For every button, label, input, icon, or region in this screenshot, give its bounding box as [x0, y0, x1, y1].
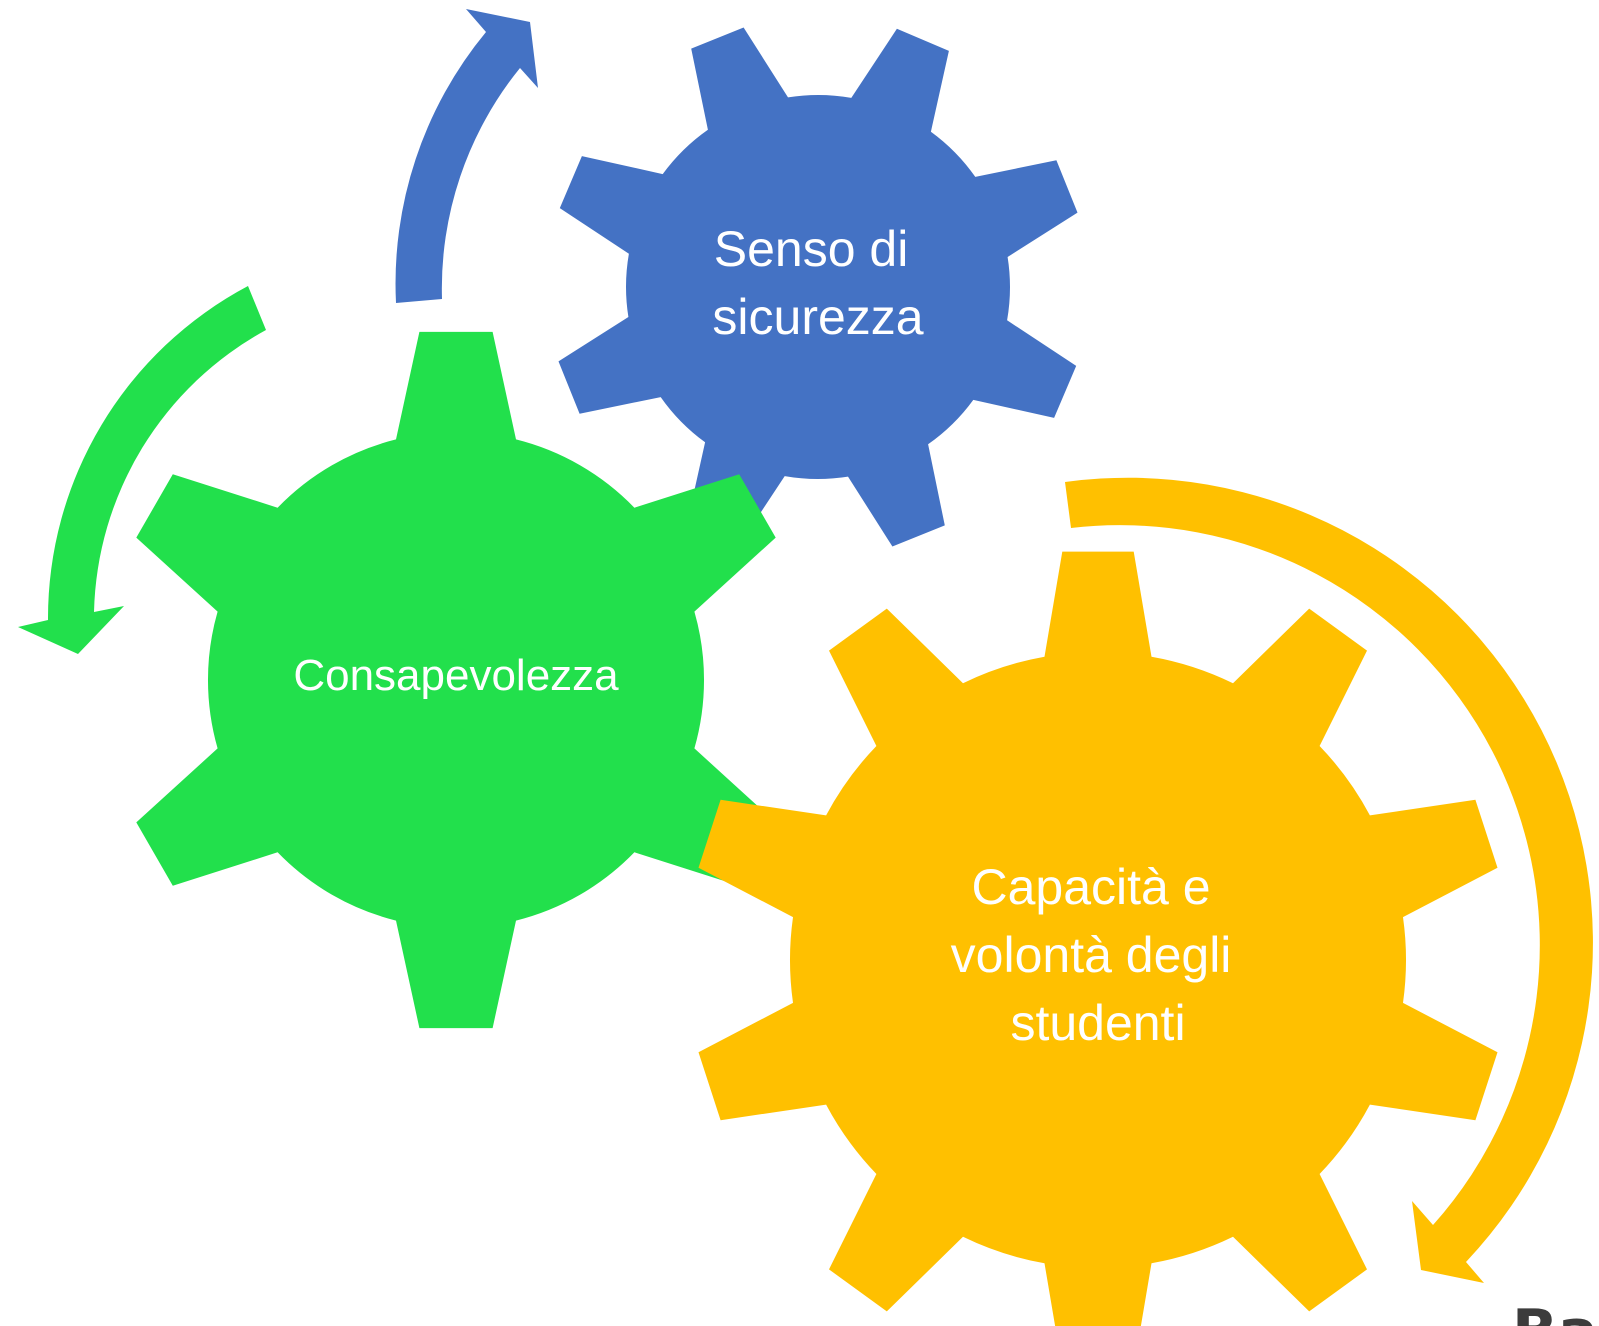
green-cycle-arrow: [18, 286, 266, 654]
label-line: Capacità e: [972, 859, 1211, 915]
label-consapevolezza: Consapevolezza: [293, 651, 619, 700]
label-line: sicurezza: [712, 289, 923, 345]
label-line: volontà degli: [951, 927, 1232, 983]
label-senso-di-sicurezza: Senso di sicurezza: [712, 221, 923, 345]
yellow-cycle-arrow: [1065, 477, 1593, 1283]
label-capacita-volonta: Capacità e volontà degli studenti: [951, 859, 1246, 1051]
gear-consapevolezza: [136, 331, 776, 1029]
blue-cycle-arrow: [395, 9, 538, 303]
label-line: Senso di: [714, 221, 909, 277]
label-line: studenti: [1010, 995, 1185, 1051]
label-line: Consapevolezza: [293, 651, 619, 700]
gear-senso-di-sicurezza: [558, 27, 1078, 547]
corner-logo-fragment: Ba: [1512, 1297, 1598, 1326]
gear-capacita-volonta: [698, 551, 1498, 1326]
